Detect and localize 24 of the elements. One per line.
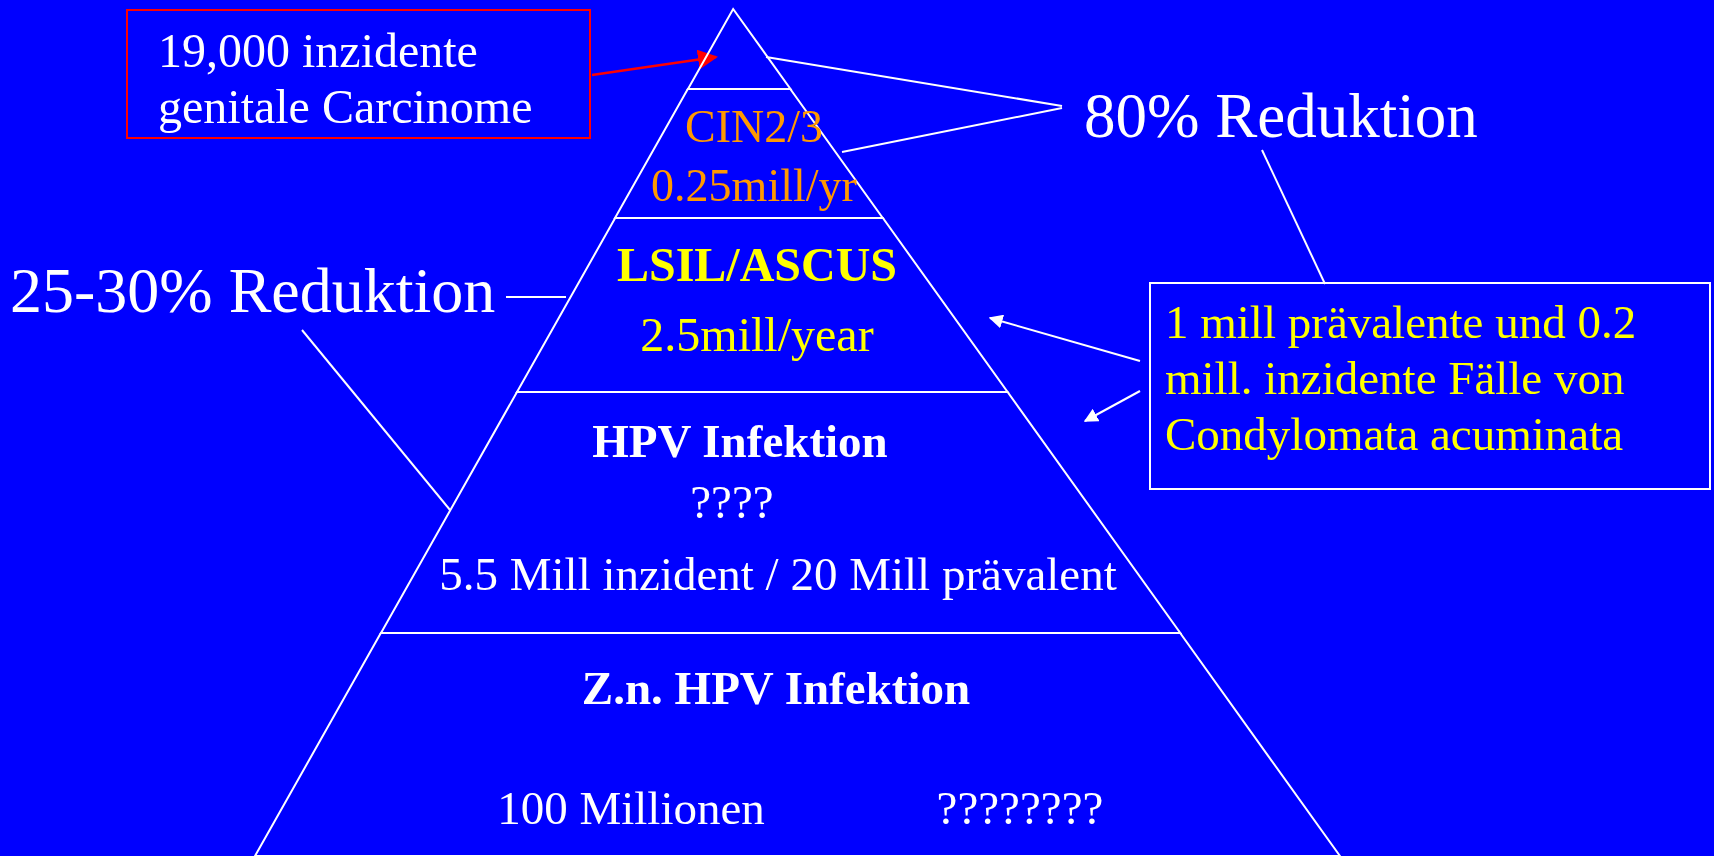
tier-value: 100 Millionen [497,783,765,835]
leader-line [765,56,1063,107]
callout-text: 1 mill prävalente und 0.2 mill. inzidente Fälle von Condylomata acuminata [1165,295,1638,462]
leader-line [841,107,1063,153]
tier-label: LSIL/ASCUS [616,239,898,292]
callout-box [126,9,591,139]
tier-value: 2.5mill/year [640,309,874,362]
reduction-label: 80% Reduktion [1084,82,1478,152]
leader-line [1261,149,1326,285]
tier-note: ???? [690,477,774,529]
arrow [1083,390,1141,422]
reduction-label: 25-30% Reduktion [10,256,496,327]
callout-text: 19,000 inzidente genitale Carcinome [158,23,534,135]
tier-value: 5.5 Mill inzident / 20 Mill prävalent [439,549,1117,601]
tier-note: ???????? [936,783,1104,835]
arrow [591,49,718,77]
leader-line [301,329,451,511]
leader-line [505,296,567,298]
arrow [988,314,1141,362]
tier-label: Z.n. HPV Infektion [581,663,971,715]
tier-label: CIN2/3 [685,102,823,153]
callout-box [1149,282,1711,490]
tier-value: 0.25mill/yr [651,161,857,212]
tier-label: HPV Infektion [592,416,888,468]
